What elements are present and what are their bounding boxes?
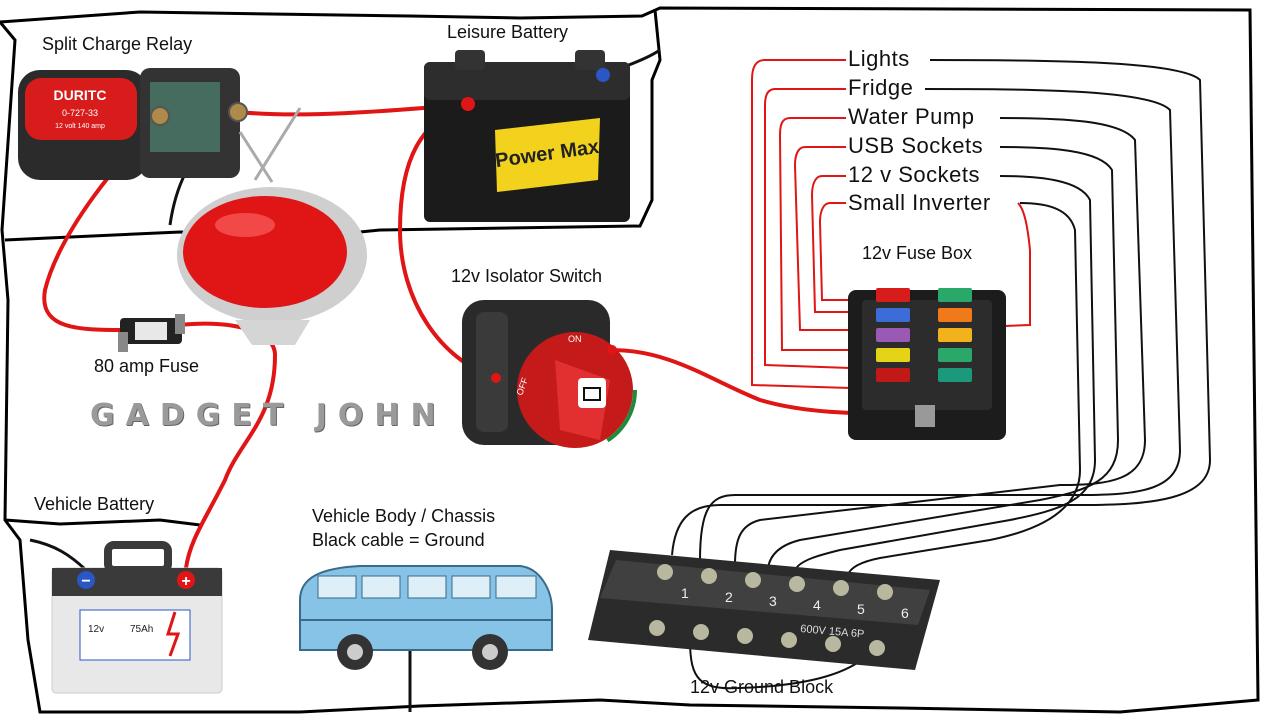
outer-border bbox=[0, 6, 1260, 714]
blade-fuse bbox=[938, 368, 972, 382]
relay-rating: 12 volt 140 amp bbox=[55, 123, 105, 130]
watermark: GADGET JOHN bbox=[90, 398, 447, 433]
circuit-lights: Lights bbox=[848, 46, 910, 71]
label-vehicle-body: Vehicle Body / Chassis Black cable = Gro… bbox=[312, 504, 495, 552]
fuse-box bbox=[848, 288, 1006, 440]
label-ground-block: 12v Ground Block bbox=[690, 677, 834, 697]
circuit-positive-wires bbox=[751, 59, 1031, 389]
isolator-on-label: ON bbox=[568, 334, 582, 344]
terminal-screw-top bbox=[701, 568, 717, 584]
label-isolator-switch: 12v Isolator Switch bbox=[451, 266, 603, 286]
terminal-number: 5 bbox=[857, 601, 865, 617]
warning-lamp bbox=[177, 107, 367, 345]
fuse-80-amp bbox=[118, 314, 185, 352]
terminal-screw-bottom bbox=[737, 628, 753, 644]
ground-block: 1 2 3 4 5 6 600V 15A 6P bbox=[588, 550, 940, 670]
ground-terminals: 1 2 3 4 5 6 bbox=[649, 564, 909, 656]
blade-fuse bbox=[938, 348, 972, 362]
fuse-grid bbox=[876, 288, 972, 382]
terminal-screw-top bbox=[789, 576, 805, 592]
label-fuse-box: 12v Fuse Box bbox=[862, 243, 973, 263]
terminal-number: 3 bbox=[769, 593, 777, 609]
terminal-number: 1 bbox=[681, 585, 689, 601]
terminal-number: 2 bbox=[725, 589, 733, 605]
terminal-screw-bottom bbox=[869, 640, 885, 656]
circuit-12v-sockets: 12 v Sockets bbox=[848, 162, 980, 187]
terminal-screw-bottom bbox=[693, 624, 709, 640]
terminal-screw-bottom bbox=[781, 632, 797, 648]
wire-vehicle-battery-negative bbox=[29, 538, 88, 572]
label-vehicle-body-line1: Vehicle Body / Chassis bbox=[312, 506, 496, 526]
label-split-charge-relay: Split Charge Relay bbox=[42, 34, 193, 54]
vehicle-battery-pos: + bbox=[181, 573, 190, 590]
van-illustration bbox=[299, 565, 553, 670]
terminal-screw-top bbox=[833, 580, 849, 596]
relay-model: 0-727-33 bbox=[62, 108, 98, 118]
blade-fuse bbox=[876, 288, 910, 302]
label-80-amp-fuse: 80 amp Fuse bbox=[94, 356, 200, 376]
circuit-water-pump: Water Pump bbox=[848, 104, 975, 129]
blade-fuse bbox=[876, 308, 910, 322]
ground-wires bbox=[671, 59, 1212, 576]
terminal-screw-top bbox=[745, 572, 761, 588]
terminal-screw-top bbox=[877, 584, 893, 600]
label-vehicle-battery: Vehicle Battery bbox=[34, 494, 155, 514]
blade-fuse bbox=[938, 328, 972, 342]
terminal-screw-bottom bbox=[649, 620, 665, 636]
leisure-battery: Power Max bbox=[424, 50, 630, 222]
relay-brand: DURITC bbox=[54, 87, 107, 103]
blade-fuse bbox=[938, 308, 972, 322]
blade-fuse bbox=[876, 328, 910, 342]
vehicle-battery-capacity: 75Ah bbox=[130, 624, 153, 635]
terminal-screw-bottom bbox=[825, 636, 841, 652]
inner-boundary-left bbox=[4, 518, 201, 527]
vehicle-battery: − + 12v 75Ah bbox=[51, 541, 223, 694]
ground-block-rating: 600V 15A 6P bbox=[800, 623, 865, 641]
terminal-screw-top bbox=[657, 564, 673, 580]
vehicle-battery-voltage: 12v bbox=[88, 624, 104, 635]
blade-fuse bbox=[876, 368, 910, 382]
circuit-usb-sockets: USB Sockets bbox=[848, 133, 984, 158]
circuit-fridge: Fridge bbox=[848, 75, 914, 100]
isolator-switch: ON OFF bbox=[462, 300, 637, 452]
circuit-small-inverter: Small Inverter bbox=[848, 190, 991, 215]
blade-fuse bbox=[938, 288, 972, 302]
blade-fuse bbox=[876, 348, 910, 362]
split-charge-relay: DURITC 0-727-33 12 volt 140 amp bbox=[18, 68, 248, 180]
label-leisure-battery: Leisure Battery bbox=[447, 22, 569, 42]
label-vehicle-body-line2: Black cable = Ground bbox=[312, 530, 485, 550]
vehicle-battery-neg: − bbox=[81, 573, 90, 590]
terminal-number: 6 bbox=[901, 605, 909, 621]
terminal-number: 4 bbox=[813, 597, 821, 613]
